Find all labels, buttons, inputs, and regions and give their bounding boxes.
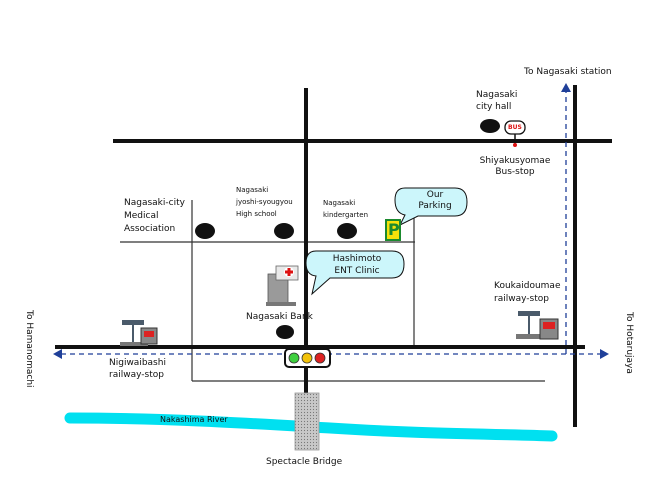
bus-sign-text: BUS [508, 124, 522, 131]
bus-stop-sign [504, 120, 526, 147]
clinic-callout-shape [305, 250, 405, 296]
parking-sign-box [385, 219, 401, 241]
kindergarten-label: Nagasaki kindergarten [323, 199, 369, 219]
arrow-north [561, 83, 571, 92]
clinic-callout-text: Hashimoto ENT Clinic [332, 254, 382, 276]
parking-sign-letter: P [388, 220, 400, 239]
city-hall-marker [480, 119, 500, 133]
bank-marker [276, 325, 294, 339]
medical-association-label: Nagasaki-city Medical Association [124, 198, 185, 234]
building-markers [195, 119, 500, 339]
parking-callout-text: Our Parking [418, 190, 452, 211]
river-label: Nakashima River [160, 415, 228, 424]
tram-stop-icon-west [120, 320, 158, 346]
arrow-west [53, 349, 62, 359]
to-hamanomachi-label: To Hamanomachi [24, 310, 34, 388]
to-nagasaki-station-label: To Nagasaki station [524, 67, 612, 77]
kindergarten-marker [337, 223, 357, 239]
nakashima-river [64, 412, 558, 442]
minor-roads [120, 200, 545, 382]
traffic-light-icon [284, 348, 331, 368]
route-lines [62, 92, 602, 355]
route-arrowheads [53, 83, 609, 359]
parking-callout-shape [394, 187, 468, 227]
spectacle-bridge-shape [294, 392, 320, 451]
koukaidoumae-label: Koukaidoumae railway-stop [494, 281, 561, 304]
bank-label: Nagasaki Bank [246, 312, 313, 322]
city-hall-label: Nagasaki city hall [476, 90, 518, 112]
main-roads [55, 85, 612, 427]
clinic-building-icon [266, 265, 299, 306]
to-hotarujaya-label: To Hotarujaya [624, 312, 634, 374]
spectacle-bridge-label: Spectacle Bridge [266, 457, 343, 467]
medical-association-marker [195, 223, 215, 239]
tram-stop-icon-east [516, 311, 559, 340]
bus-stop-label: Shiyakusyomae Bus-stop [479, 156, 551, 177]
nigiwaibashi-label: Nigiwaibashi railway-stop [109, 358, 166, 380]
high-school-marker [274, 223, 294, 239]
high-school-label: Nagasaki jyoshi-syougyou High school [236, 186, 293, 218]
arrow-east [600, 349, 609, 359]
